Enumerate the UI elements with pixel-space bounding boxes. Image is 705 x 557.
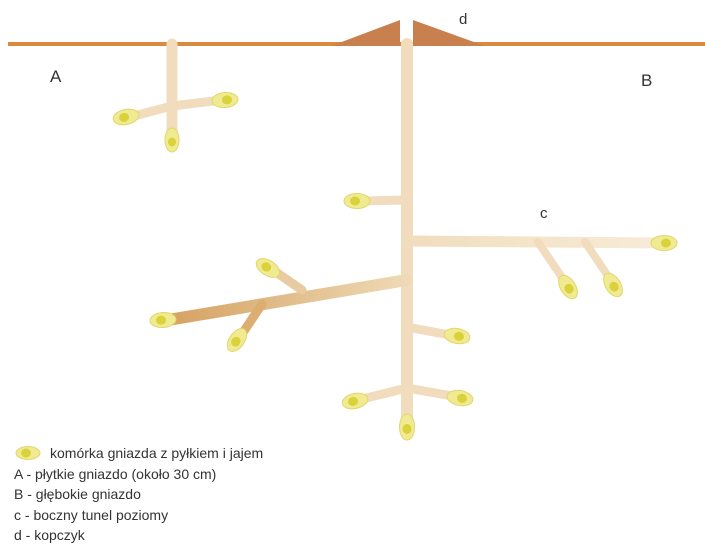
legend-item-a: A - płytkie gniazdo (około 30 cm) — [14, 464, 216, 485]
legend-row-c: c - boczny tunel poziomy — [14, 505, 434, 526]
legend: komórka gniazda z pyłkiem i jajem A - pł… — [14, 443, 434, 546]
label-b: B — [641, 71, 652, 90]
nest-cell — [212, 92, 239, 109]
left-branch — [168, 280, 407, 320]
tunnels — [130, 44, 664, 425]
nest-cell — [400, 414, 415, 440]
legend-item-d: d - kopczyk — [14, 525, 85, 546]
nest-cell — [150, 312, 177, 329]
legend-row-cell: komórka gniazda z pyłkiem i jajem — [14, 443, 434, 464]
nest-cell — [112, 107, 141, 127]
label-d: d — [459, 11, 467, 28]
nest-cell — [165, 128, 179, 152]
nest-cell-icon — [14, 445, 42, 461]
nest-cell — [651, 236, 677, 251]
nest-cell — [344, 194, 370, 209]
legend-item-b: B - głębokie gniazdo — [14, 484, 141, 505]
mound-left — [331, 20, 400, 46]
label-a: A — [50, 67, 62, 86]
nest-cell — [443, 326, 471, 345]
legend-row-a: A - płytkie gniazdo (około 30 cm) — [14, 464, 434, 485]
legend-row-b: B - głębokie gniazdo — [14, 484, 434, 505]
legend-row-d: d - kopczyk — [14, 525, 434, 546]
legend-item-cell: komórka gniazda z pyłkiem i jajem — [50, 443, 263, 464]
legend-item-c: c - boczny tunel poziomy — [14, 505, 168, 526]
label-c: c — [540, 205, 548, 222]
